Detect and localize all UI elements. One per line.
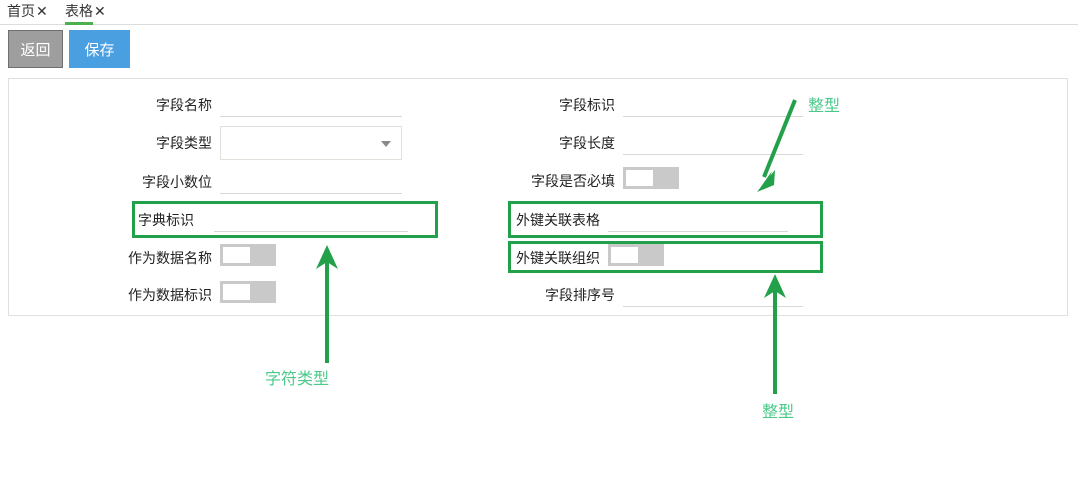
label-field-required: 字段是否必填 xyxy=(531,174,615,190)
form-row-field-order: 字段排序号 xyxy=(505,280,805,310)
save-button[interactable]: 保存 xyxy=(69,30,130,68)
tab-table[interactable]: 表格 ✕ xyxy=(65,0,106,25)
form-row-fk-table: 外键关联表格 xyxy=(516,205,816,235)
label-as-data-code: 作为数据标识 xyxy=(128,288,212,304)
toggle-knob xyxy=(626,170,653,186)
label-field-decimal: 字段小数位 xyxy=(142,175,212,191)
tab-home-label: 首页 xyxy=(7,4,35,20)
field-wrap-field-order xyxy=(623,281,803,309)
field-wrap-field-length xyxy=(623,129,803,157)
form-row-field-type: 字段类型 xyxy=(110,125,410,161)
field-wrap-as-data-name xyxy=(220,244,280,272)
tab-bar: 首页 ✕ 表格 ✕ xyxy=(0,0,1078,25)
field-name-input[interactable] xyxy=(220,91,402,117)
field-wrap-field-decimal xyxy=(220,168,402,196)
field-order-input[interactable] xyxy=(623,281,803,307)
form-panel xyxy=(8,78,1068,316)
label-as-data-name: 作为数据名称 xyxy=(128,251,212,267)
field-wrap-field-code xyxy=(623,91,803,119)
label-field-order: 字段排序号 xyxy=(545,288,615,304)
label-fk-org: 外键关联组织 xyxy=(516,251,600,267)
field-required-toggle[interactable] xyxy=(623,167,679,189)
form-row-field-decimal: 字段小数位 xyxy=(110,167,410,197)
field-code-input[interactable] xyxy=(623,91,803,117)
field-wrap-field-type xyxy=(220,126,402,160)
field-decimal-input[interactable] xyxy=(220,168,402,194)
label-dict-code: 字典标识 xyxy=(138,213,194,229)
field-wrap-field-name xyxy=(220,91,402,119)
field-wrap-field-required xyxy=(623,167,683,195)
close-icon[interactable]: ✕ xyxy=(36,4,48,20)
label-field-type: 字段类型 xyxy=(156,136,212,152)
close-icon[interactable]: ✕ xyxy=(94,4,106,20)
form-row-as-data-name: 作为数据名称 xyxy=(102,243,402,273)
form-row-field-required: 字段是否必填 xyxy=(505,166,805,196)
form-row-dict-code: 字典标识 xyxy=(138,205,428,235)
form-row-fk-org: 外键关联组织 xyxy=(516,243,816,273)
label-field-code: 字段标识 xyxy=(559,98,615,114)
tab-home[interactable]: 首页 ✕ xyxy=(7,0,48,24)
back-button[interactable]: 返回 xyxy=(8,30,63,68)
as-data-code-toggle[interactable] xyxy=(220,281,276,303)
toggle-knob xyxy=(611,247,638,263)
field-type-select[interactable] xyxy=(220,126,402,160)
as-data-name-toggle[interactable] xyxy=(220,244,276,266)
annotation-char-type: 字符类型 xyxy=(265,369,330,388)
chevron-down-icon xyxy=(381,141,391,147)
fk-table-input[interactable] xyxy=(608,206,788,232)
form-row-as-data-code: 作为数据标识 xyxy=(102,280,402,310)
label-field-name: 字段名称 xyxy=(156,98,212,114)
annotation-integer-top: 整型 xyxy=(808,96,841,115)
dict-code-input[interactable] xyxy=(214,206,408,232)
form-row-field-length: 字段长度 xyxy=(505,128,805,158)
toggle-knob xyxy=(223,284,250,300)
label-fk-table: 外键关联表格 xyxy=(516,213,600,229)
field-wrap-as-data-code xyxy=(220,281,280,309)
tab-table-label: 表格 xyxy=(65,4,93,20)
form-row-field-name: 字段名称 xyxy=(110,90,410,120)
label-field-length: 字段长度 xyxy=(559,136,615,152)
toolbar: 返回 保存 xyxy=(0,26,1078,74)
toggle-knob xyxy=(223,247,250,263)
field-wrap-fk-org xyxy=(608,244,668,272)
field-wrap-dict-code xyxy=(214,206,408,234)
form-row-field-code: 字段标识 xyxy=(505,90,805,120)
annotation-integer-bottom: 整型 xyxy=(762,402,795,421)
field-wrap-fk-table xyxy=(608,206,788,234)
field-length-input[interactable] xyxy=(623,129,803,155)
fk-org-toggle[interactable] xyxy=(608,244,664,266)
